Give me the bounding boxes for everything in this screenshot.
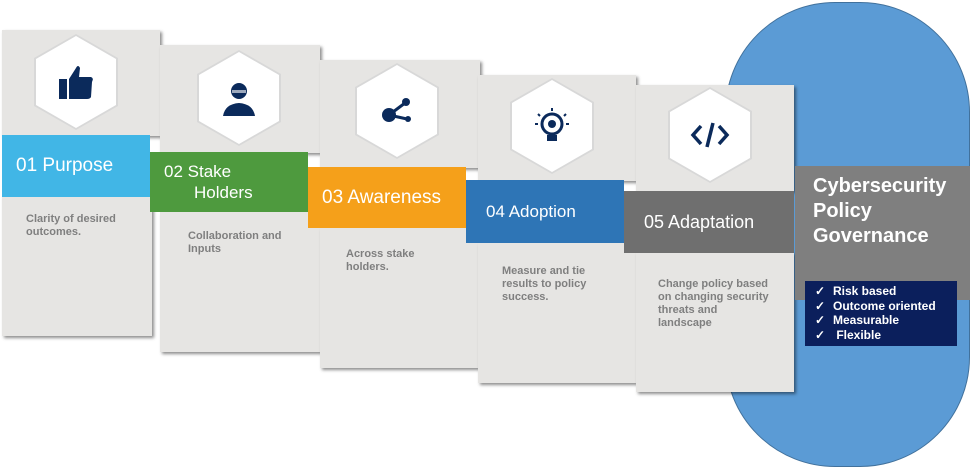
step-1-band: 01 Purpose [2, 135, 150, 197]
check-icon: ✓ [815, 313, 826, 327]
governance-title-line: Governance [813, 225, 929, 247]
step-1-desc-panel [2, 196, 152, 336]
step-5-desc: Change policy based on changing security… [658, 278, 769, 329]
principle-item: ✓Measurable [815, 313, 900, 327]
step-5-desc-panel [636, 252, 794, 392]
governance-principles-list: ✓Risk based ✓Outcome oriented ✓Measurabl… [805, 281, 957, 346]
step-1-desc: Clarity of desired outcomes. [26, 213, 116, 238]
step-5-hex [668, 87, 752, 183]
step-2-label-line2: Holders [194, 183, 253, 202]
step-2-desc: Collaboration and Inputs [188, 230, 282, 255]
thumbs-up-icon [59, 66, 93, 99]
check-icon: ✓ [815, 327, 826, 342]
step-1-label: 01 Purpose [16, 155, 114, 176]
step-2-desc-panel [160, 212, 320, 352]
check-icon: ✓ [815, 284, 826, 298]
principle-item: ✓ Flexible [815, 327, 882, 342]
check-icon: ✓ [815, 298, 826, 313]
step-4-desc-panel [478, 243, 636, 383]
principle-item: ✓Outcome oriented [815, 298, 936, 313]
governance-panel [795, 166, 970, 300]
step-3-label: 03 Awareness [322, 186, 442, 208]
step-3-hex [355, 63, 439, 159]
step-1-hex [34, 34, 118, 130]
step-4-band: 04 Adoption [466, 180, 624, 243]
principle-item: ✓Risk based [815, 284, 897, 298]
step-4-desc: Measure and tie results to policy succes… [502, 265, 587, 303]
step-2-hex [197, 50, 281, 146]
step-2-label-line1: 02 Stake [164, 162, 232, 181]
step-4-hex [510, 78, 594, 174]
governance-title-line: Cybersecurity [813, 175, 947, 197]
governance-title-line: Policy [813, 200, 872, 222]
lightbulb-icon [535, 108, 569, 141]
share-nodes-icon [382, 98, 411, 122]
person-icon [223, 83, 255, 116]
step-3-desc-panel [320, 228, 478, 368]
step-5-label: 05 Adaptation [644, 211, 755, 232]
step-4-label: 04 Adoption [486, 201, 576, 221]
step-3-band: 03 Awareness [308, 167, 466, 228]
code-icon [690, 122, 730, 148]
step-3-desc: Across stake holders. [346, 248, 415, 273]
governance-title: Cybersecurity Policy Governance [813, 174, 946, 249]
step-5-band: 05 Adaptation [624, 191, 794, 253]
